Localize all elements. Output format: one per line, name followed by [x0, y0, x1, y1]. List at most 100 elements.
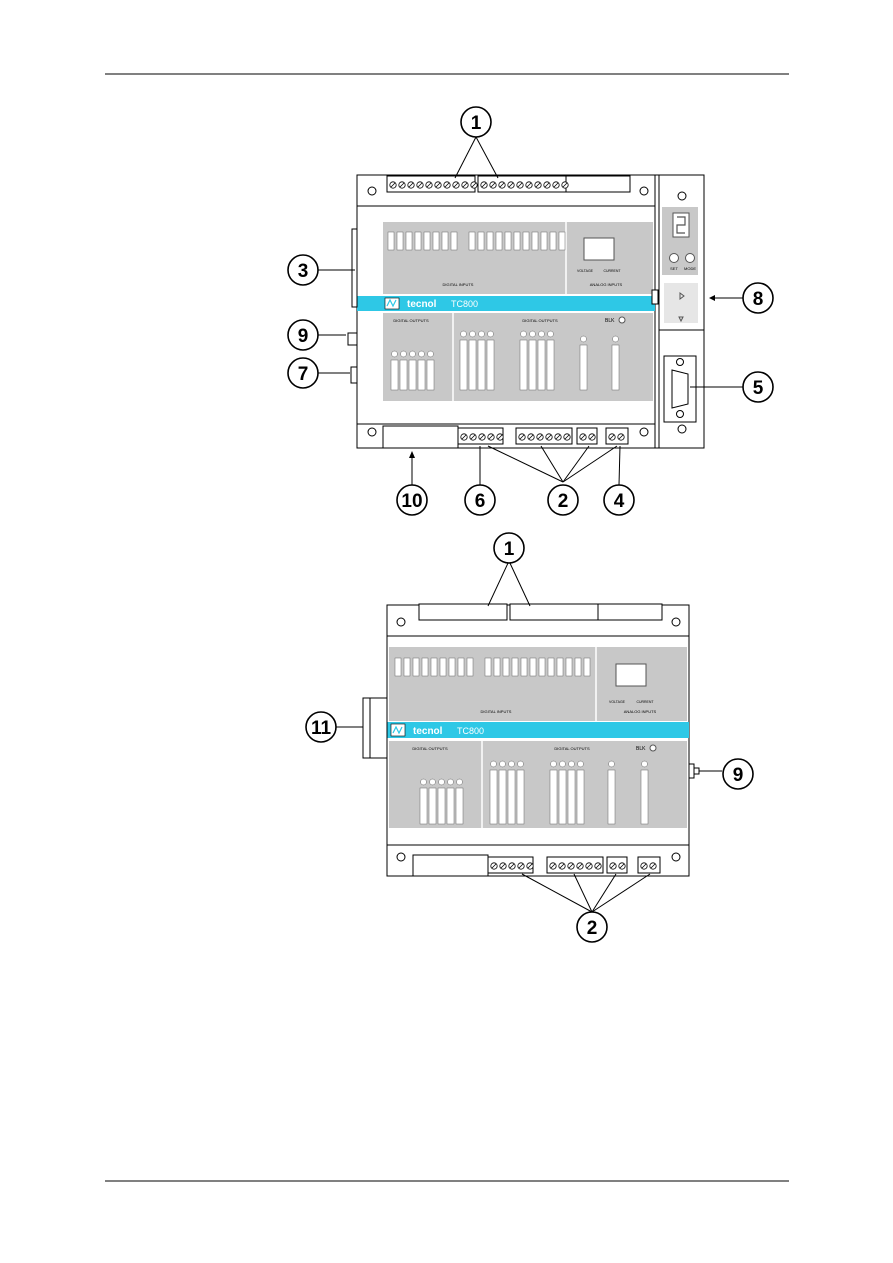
- current-label: CURRENT: [603, 269, 621, 273]
- callout-number: 2: [558, 491, 569, 512]
- output-led-icon: [538, 330, 545, 338]
- digital-outputs-right-label: DIGITAL OUTPUTS: [522, 318, 558, 323]
- din-rail-clip: [351, 228, 358, 308]
- digital-outputs-left-label: DIGITAL OUTPUTS: [393, 318, 429, 323]
- top-callout-5: 5: [742, 371, 774, 403]
- output-led-icon: [641, 760, 648, 768]
- side-connector: [688, 763, 695, 779]
- output-led-icon: [420, 778, 427, 786]
- brand-strip: [387, 722, 689, 738]
- output-led-icon: [550, 760, 557, 768]
- output-relay: [579, 344, 588, 391]
- brand-strip: [357, 296, 655, 311]
- output-led-icon: [391, 350, 398, 358]
- top-callout-9: 9: [287, 319, 319, 351]
- model-name: TC800: [451, 299, 478, 309]
- output-led-icon: [447, 778, 454, 786]
- callout-number: 4: [614, 491, 625, 512]
- mode-button[interactable]: [685, 253, 695, 263]
- input-indicator: [466, 657, 474, 677]
- device-top: DIGITAL INPUTS ANALOG INPUTS VOLTAGE CUR…: [347, 174, 705, 449]
- device-top-body: [356, 174, 705, 449]
- input-indicator: [450, 231, 458, 251]
- input-indicator: [502, 657, 510, 677]
- bottom-callout-11: 11: [305, 711, 337, 743]
- output-relay: [468, 339, 477, 391]
- output-relay: [507, 769, 516, 825]
- output-led-icon: [400, 350, 407, 358]
- output-relay: [558, 769, 567, 825]
- blk-label: BLK: [605, 318, 615, 324]
- output-led-icon: [520, 330, 527, 338]
- output-relay: [567, 769, 576, 825]
- input-indicator: [394, 657, 402, 677]
- terminal-block-top-left: [418, 603, 508, 621]
- output-relay: [576, 769, 585, 825]
- input-indicator: [531, 231, 539, 251]
- callout-number: 11: [311, 718, 332, 739]
- output-led-icon: [418, 350, 425, 358]
- screw-icon: [676, 410, 684, 418]
- output-led-icon: [559, 760, 566, 768]
- screw-icon: [671, 617, 681, 627]
- output-relay: [428, 787, 437, 825]
- input-indicator: [396, 231, 404, 251]
- output-relay: [459, 339, 468, 391]
- input-indicator: [457, 657, 465, 677]
- screw-icon: [677, 424, 687, 434]
- input-indicator: [522, 231, 530, 251]
- callout-number: 5: [753, 378, 764, 399]
- output-led-icon: [427, 350, 434, 358]
- input-indicator: [495, 231, 503, 251]
- digital-inputs-label: DIGITAL INPUTS: [481, 709, 512, 714]
- output-relay: [426, 359, 435, 391]
- input-indicator: [547, 657, 555, 677]
- output-relay: [611, 344, 620, 391]
- top-callout-3: 3: [287, 254, 319, 286]
- side-switch: [350, 366, 358, 384]
- input-indicator: [432, 231, 440, 251]
- input-indicator: [403, 657, 411, 677]
- set-button[interactable]: [669, 253, 679, 263]
- output-led-icon: [478, 330, 485, 338]
- output-relay: [640, 769, 649, 825]
- input-indicator: [574, 657, 582, 677]
- input-indicator: [414, 231, 422, 251]
- output-led-icon: [577, 760, 584, 768]
- blk-led-icon: [618, 316, 626, 324]
- bottom-callout-2: 2: [576, 911, 608, 943]
- output-led-icon: [608, 760, 615, 768]
- output-led-icon: [499, 760, 506, 768]
- output-led-icon: [529, 330, 536, 338]
- current-label: CURRENT: [636, 700, 654, 704]
- screw-icon: [396, 852, 406, 862]
- bottom-callout-1: 1: [493, 532, 525, 564]
- db9-connector-icon: [671, 369, 689, 409]
- output-led-icon: [547, 330, 554, 338]
- input-indicator: [520, 657, 528, 677]
- analog-dip-switch: [615, 663, 647, 687]
- output-led-icon: [456, 778, 463, 786]
- voltage-label: VOLTAGE: [577, 269, 594, 273]
- callout-number: 9: [733, 765, 744, 786]
- set-label: SET: [670, 266, 678, 271]
- bottom-cover: [382, 425, 459, 449]
- terminal-block-top-right: [509, 603, 599, 621]
- model-name: TC800: [457, 726, 484, 736]
- module-latch: [651, 289, 659, 305]
- top-callout-1: 1: [460, 106, 492, 138]
- input-indicator: [412, 657, 420, 677]
- output-relay: [537, 339, 546, 391]
- input-indicator: [486, 231, 494, 251]
- device-bottom: DIGITAL INPUTS ANALOG INPUTS VOLTAGE CUR…: [362, 603, 700, 877]
- leader-arrows: [409, 295, 715, 458]
- input-indicator: [540, 231, 548, 251]
- top-callout-6: 6: [464, 484, 496, 516]
- screw-icon: [396, 617, 406, 627]
- output-relay: [419, 787, 428, 825]
- output-relay: [546, 339, 555, 391]
- input-indicator: [405, 231, 413, 251]
- arrow-icon: [679, 292, 685, 300]
- input-indicator: [421, 657, 429, 677]
